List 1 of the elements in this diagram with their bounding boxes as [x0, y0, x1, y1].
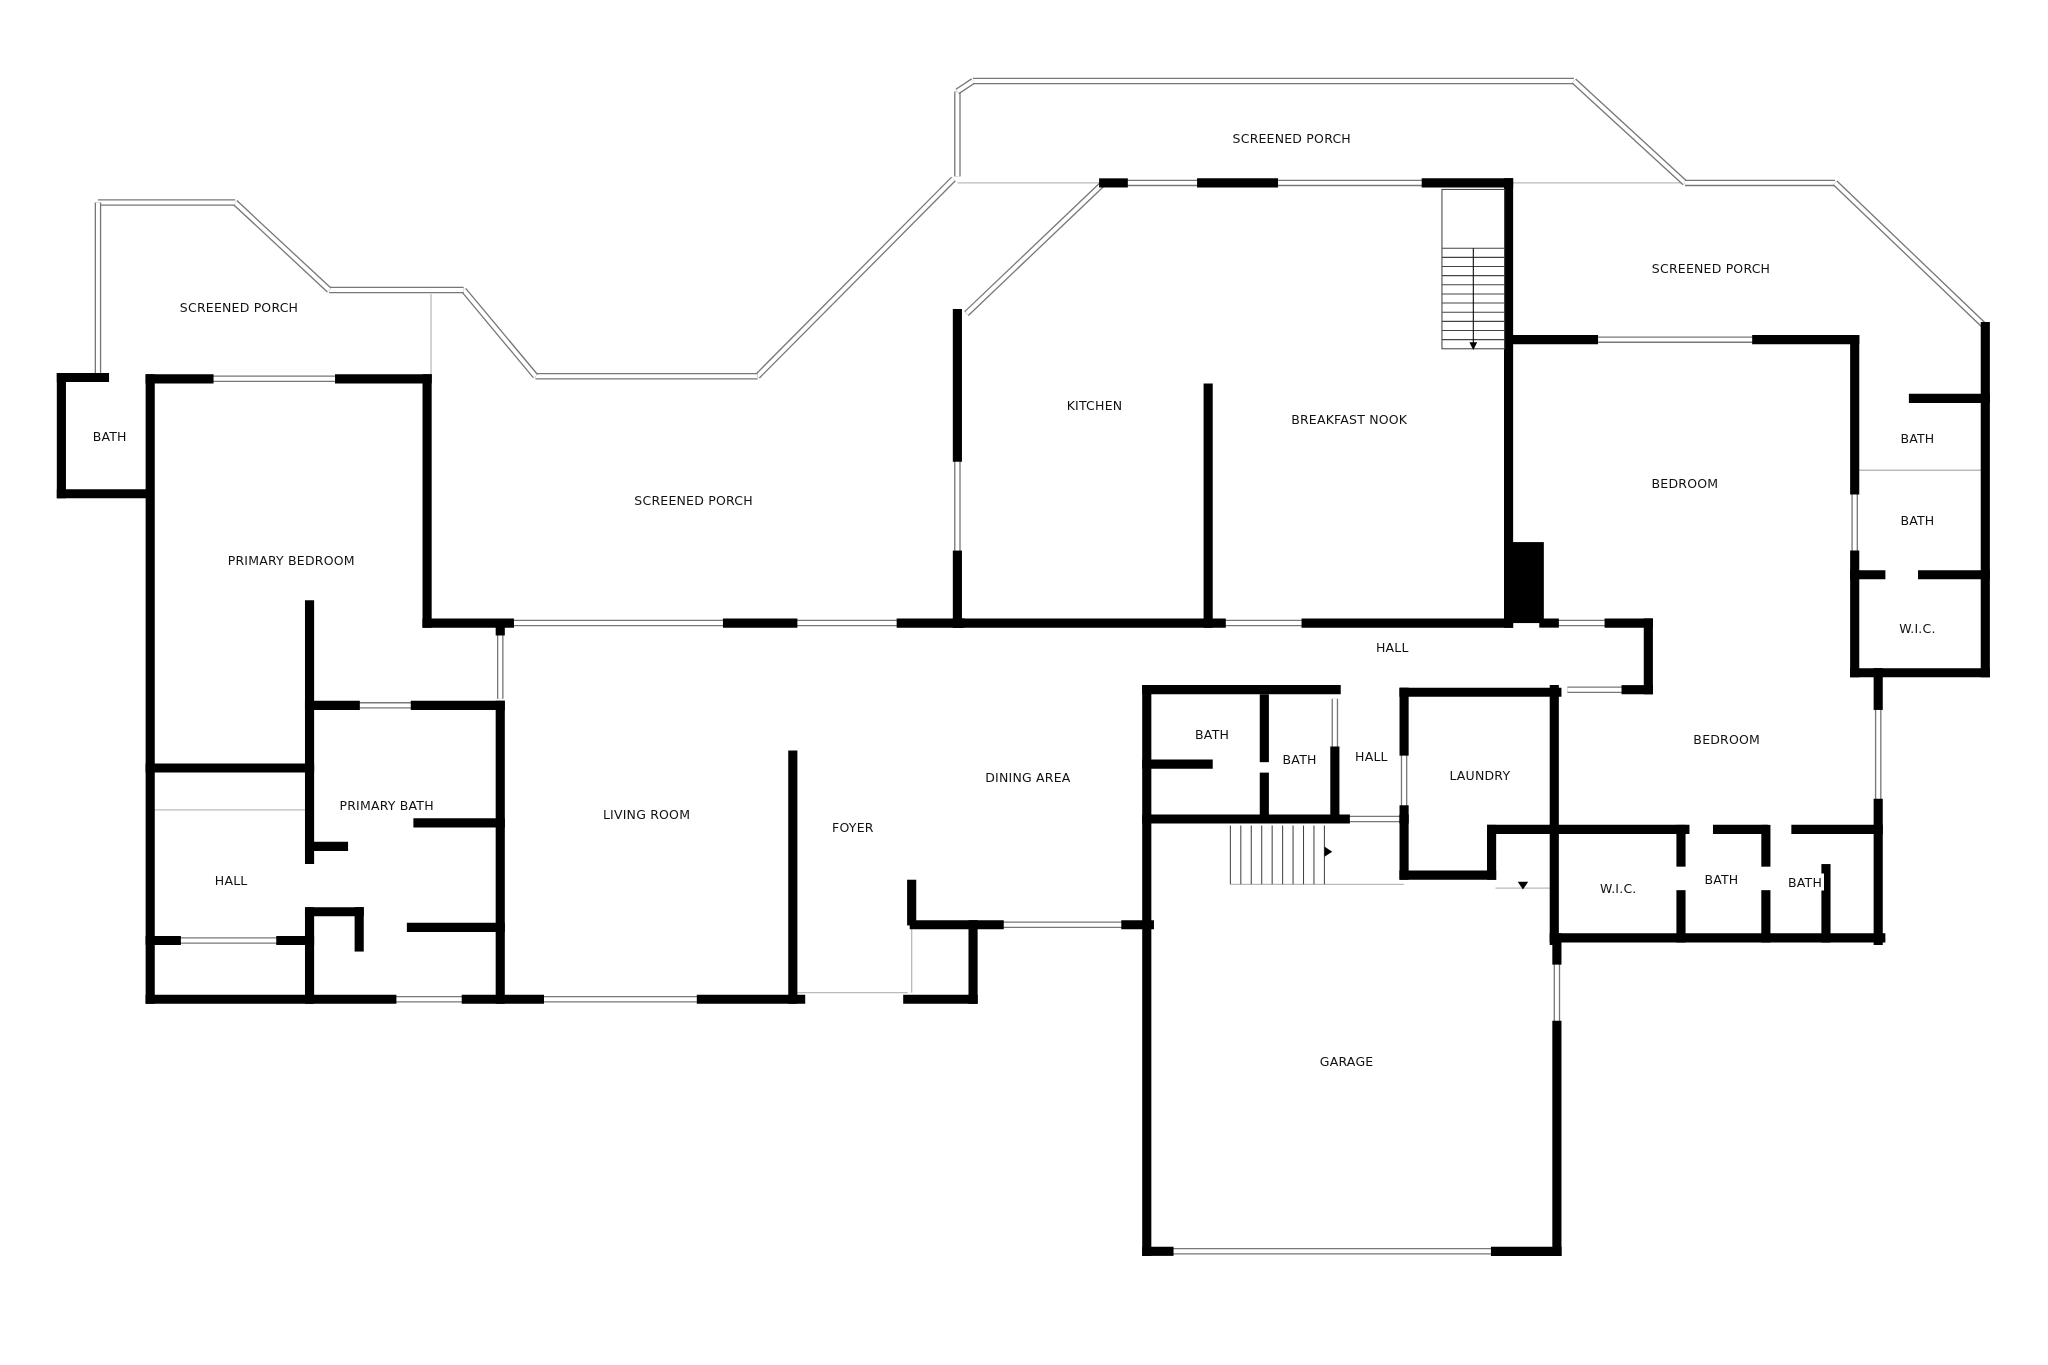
room-label: BATH: [1786, 873, 1825, 891]
